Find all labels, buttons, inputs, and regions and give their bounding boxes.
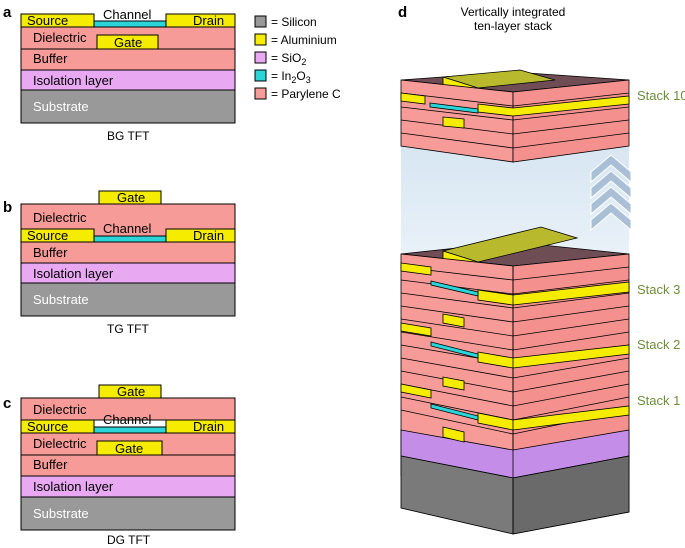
- panel-letter-c: c: [3, 395, 11, 412]
- substrate-label: Substrate: [33, 99, 89, 114]
- caption-bg-tft: BG TFT: [107, 129, 150, 143]
- channel-strip: [430, 280, 479, 297]
- inner-gate: [442, 313, 465, 328]
- channel-label: Channel: [103, 7, 152, 22]
- legend-label-parylene: = Parylene C: [271, 87, 341, 101]
- panel-letter-a: a: [3, 4, 12, 21]
- panel-c: c Gate Dielectric Channel Source Drain D…: [3, 384, 236, 547]
- panel-letter-b: b: [3, 199, 12, 216]
- legend-swatch-aluminium: [254, 33, 267, 46]
- legend-swatch-silicon: [254, 15, 267, 28]
- isolation-label: Isolation layer: [33, 479, 114, 494]
- channel-layer: [93, 235, 167, 243]
- dielectric-label: Dielectric: [33, 30, 87, 45]
- inner-gate: [442, 426, 465, 443]
- substrate-label: Substrate: [33, 292, 89, 307]
- stack-10-block: [400, 69, 630, 163]
- aluminium-band: [400, 92, 426, 105]
- channel-layer: [93, 20, 167, 28]
- dielectric-top-label: Dielectric: [33, 402, 87, 417]
- panel-a: a Source Channel Drain Dielectric Gate B…: [3, 4, 236, 143]
- channel-strip: [430, 403, 479, 421]
- gate-top-label: Gate: [117, 384, 145, 399]
- gate-electrode: [98, 190, 162, 205]
- aluminium-band: [400, 322, 432, 337]
- caption-dg-tft: DG TFT: [107, 533, 151, 547]
- caption-tg-tft: TG TFT: [107, 322, 149, 336]
- inner-gate: [442, 376, 465, 391]
- channel-label: Channel: [103, 412, 152, 427]
- drain-label: Drain: [193, 419, 224, 434]
- aluminium-band: [400, 383, 432, 399]
- channel-label: Channel: [103, 221, 152, 236]
- buffer-label: Buffer: [33, 51, 68, 66]
- dielectric-label: Dielectric: [33, 210, 87, 225]
- legend-label-sio2: = SiO2: [271, 51, 306, 67]
- stack-label-2: Stack 2: [637, 337, 680, 352]
- dielectric-bottom-label: Dielectric: [33, 436, 87, 451]
- legend-swatch-in2o3: [254, 69, 267, 82]
- source-label: Source: [27, 13, 68, 28]
- isolation-label: Isolation layer: [33, 266, 114, 281]
- buffer-label: Buffer: [33, 245, 68, 260]
- panel-d: d Vertically integrated ten-layer stack: [398, 4, 685, 535]
- inner-gate: [442, 116, 465, 129]
- gate-electrode: [96, 34, 159, 50]
- channel-strip: [429, 102, 479, 114]
- stack-label-1: Stack 1: [637, 393, 680, 408]
- panel-b: b Gate Dielectric Channel Source Drain B…: [3, 190, 236, 336]
- drain-label: Drain: [193, 228, 224, 243]
- stack-1-3-block: [400, 226, 630, 535]
- gate-label: Gate: [117, 190, 145, 205]
- buffer-label: Buffer: [33, 457, 68, 472]
- substrate-layer: [20, 496, 236, 531]
- gate-top-electrode: [98, 384, 162, 399]
- legend-swatch-parylene: [254, 87, 267, 100]
- gate-label: Gate: [114, 35, 142, 50]
- stack-label-3: Stack 3: [637, 282, 680, 297]
- legend-label-silicon: = Silicon: [271, 15, 317, 29]
- aluminium-band: [400, 262, 432, 276]
- substrate-layer: [20, 282, 236, 317]
- substrate-layer: [20, 89, 236, 124]
- source-label: Source: [27, 228, 68, 243]
- channel-layer: [93, 426, 167, 434]
- legend-label-aluminium: = Aluminium: [271, 33, 337, 47]
- drain-label: Drain: [193, 13, 224, 28]
- stack-title-line2: ten-layer stack: [474, 19, 553, 33]
- source-label: Source: [27, 419, 68, 434]
- stack-title-line1: Vertically integrated: [461, 5, 566, 19]
- legend-swatch-sio2: [254, 51, 267, 64]
- upward-arrow-icon: [590, 154, 632, 232]
- isolation-label: Isolation layer: [33, 73, 114, 88]
- legend-label-in2o3: = In2O3: [271, 69, 311, 85]
- stack-label-10: Stack 10: [637, 88, 685, 103]
- substrate-label: Substrate: [33, 506, 89, 521]
- legend: = Silicon = Aluminium = SiO2 = In2O3 = P…: [254, 15, 341, 101]
- gate-bottom-label: Gate: [115, 441, 143, 456]
- gate-bottom-electrode: [96, 440, 163, 456]
- panel-letter-d: d: [398, 4, 407, 21]
- channel-strip: [430, 341, 479, 359]
